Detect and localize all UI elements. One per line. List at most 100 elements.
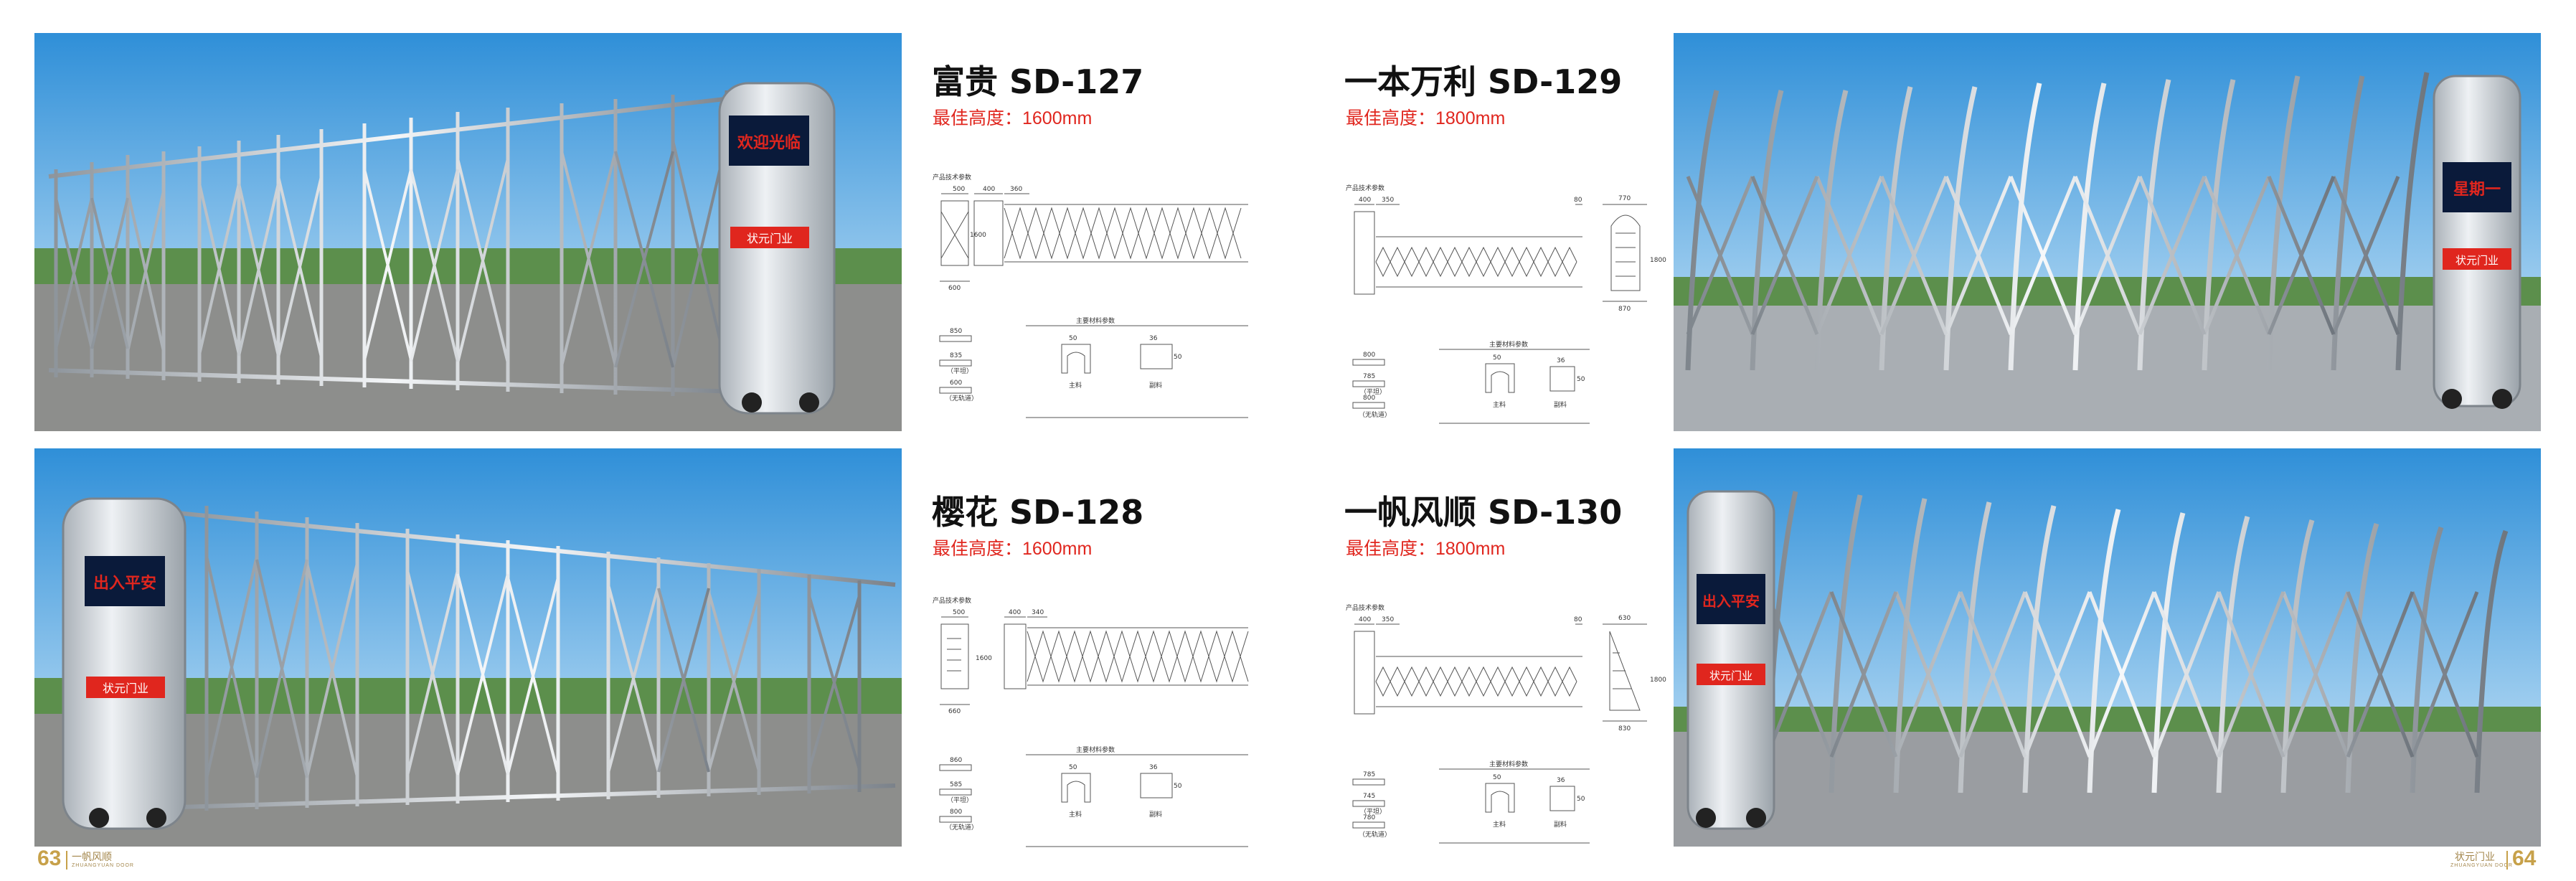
tech-diagram-sd130: 产品技术参数 400 350 80 630 830 1800 主要材料参数 78… (1346, 603, 1666, 854)
spec-value: 860 (950, 757, 962, 764)
dim-label: 400 (1009, 609, 1021, 616)
led-screen-text: 星期一 (2453, 181, 2501, 199)
tech-diagram-sd127: 产品技术参数 500 400 360 1600 600 主要材料参数 850 8… (933, 172, 1248, 430)
spec-value: 800 (1363, 395, 1375, 402)
page-number-left: 63 (37, 847, 62, 870)
footer-divider (66, 851, 67, 870)
product-photo-sd129: 星期一 状元门业 (1674, 33, 2541, 431)
spec-width: 50 (1577, 796, 1585, 803)
dim-label: 1800 (1650, 257, 1666, 264)
spec-value: 850 (950, 328, 962, 335)
best-height: 最佳高度：1800mm (1346, 539, 1506, 559)
spec-value: 780 (1363, 814, 1375, 821)
spec-value: 585 (950, 781, 962, 788)
spec-value: 800 (1363, 352, 1375, 359)
spec-value: 600 (950, 380, 962, 387)
spec-width: 50 (1174, 354, 1182, 361)
diagram-title: 产品技术参数 (1346, 603, 1384, 612)
footer-brand-left: 一帆风顺 (72, 852, 112, 863)
material-title: 主要材料参数 (1489, 340, 1528, 349)
material-title: 主要材料参数 (1076, 316, 1115, 325)
product-photo-sd127: 欢迎光临 状元门业 (34, 33, 902, 431)
page-number-right: 64 (2512, 847, 2537, 870)
spec-value: 800 (950, 809, 962, 816)
product-photo-sd130: 出入平安 状元门业 (1674, 448, 2541, 847)
led-screen-text: 欢迎光临 (737, 133, 801, 152)
spec-width: 50 (1174, 783, 1182, 790)
footer-divider (2506, 851, 2508, 870)
spec-note: （平坦） (1360, 388, 1386, 396)
brand-plate-text: 状元门业 (1709, 669, 1752, 682)
led-screen-text: 出入平安 (93, 574, 156, 593)
spec-value: 835 (950, 352, 962, 359)
footer-brand-sub: ZHUANGYUAN DOOR (72, 863, 134, 868)
dim-label: 1800 (1650, 677, 1666, 684)
dim-label: 350 (1382, 197, 1394, 204)
product-title: 一本万利 SD-129 (1344, 62, 1623, 101)
spec-note: （无轨道） (1359, 410, 1391, 419)
spec-width: 50 (1069, 335, 1077, 342)
spec-note: （平坦） (1360, 808, 1386, 816)
footer-brand-right: 状元门业 (2455, 852, 2495, 863)
spec-width: 36 (1557, 357, 1565, 364)
spec-note: （平坦） (947, 367, 973, 375)
dim-label: 400 (983, 186, 995, 193)
brand-plate-text: 状元门业 (2455, 254, 2499, 267)
led-screen-text: 出入平安 (1702, 593, 1760, 610)
sub-material: 副料 (1554, 820, 1567, 829)
product-title: 樱花 SD-128 (932, 493, 1144, 532)
main-material: 主料 (1493, 400, 1506, 409)
dim-label: 770 (1618, 195, 1631, 202)
brand-plate-text: 状元门业 (747, 232, 793, 245)
best-height: 最佳高度：1600mm (933, 539, 1093, 559)
diagram-title: 产品技术参数 (1346, 184, 1384, 192)
sub-material: 副料 (1149, 381, 1162, 390)
material-title: 主要材料参数 (1076, 745, 1115, 754)
spec-note: （无轨道） (945, 394, 978, 402)
product-title: 富贵 SD-127 (932, 62, 1144, 101)
dim-label: 80 (1574, 197, 1582, 204)
spec-width: 36 (1149, 335, 1158, 342)
product-photo-sd128: 出入平安 状元门业 (34, 448, 902, 847)
spec-note: （平坦） (947, 796, 973, 804)
footer-brand-sub: ZHUANGYUAN DOOR (2450, 863, 2513, 868)
dim-label: 340 (1032, 609, 1044, 616)
spec-width: 50 (1493, 354, 1501, 362)
spec-width: 50 (1493, 774, 1501, 781)
dim-label: 80 (1574, 616, 1582, 623)
dim-label: 400 (1359, 616, 1371, 623)
spec-width: 50 (1069, 764, 1077, 771)
main-material: 主料 (1069, 381, 1082, 390)
diagram-title: 产品技术参数 (933, 596, 971, 605)
dim-label: 1600 (976, 655, 992, 662)
material-title: 主要材料参数 (1489, 760, 1528, 768)
main-material: 主料 (1069, 810, 1082, 819)
dim-label: 660 (948, 708, 961, 715)
spec-note: （无轨道） (945, 823, 978, 831)
brand-plate-text: 状元门业 (103, 682, 148, 695)
dim-label: 630 (1618, 615, 1631, 622)
product-title: 一帆风顺 SD-130 (1344, 493, 1623, 532)
dim-label: 870 (1618, 306, 1631, 313)
tech-diagram-sd128: 产品技术参数 500 400 340 1600 660 主要材料参数 860 5… (933, 595, 1249, 854)
sub-material: 副料 (1149, 810, 1162, 819)
sub-material: 副料 (1554, 400, 1567, 409)
spec-value: 745 (1363, 793, 1375, 800)
spec-note: （无轨道） (1359, 830, 1391, 839)
tech-diagram-sd129: 产品技术参数 400 350 80 770 870 1800 主要材料参数 80… (1346, 183, 1666, 434)
main-material: 主料 (1493, 820, 1506, 829)
spec-width: 36 (1149, 764, 1158, 771)
diagram-title: 产品技术参数 (933, 173, 971, 182)
spec-width: 50 (1577, 376, 1585, 383)
spec-width: 36 (1557, 777, 1565, 784)
dim-label: 830 (1618, 725, 1631, 732)
spec-value: 785 (1363, 771, 1375, 778)
dim-label: 500 (953, 186, 965, 193)
best-height: 最佳高度：1600mm (933, 108, 1093, 128)
spec-value: 785 (1363, 373, 1375, 380)
dim-label: 350 (1382, 616, 1394, 623)
dim-label: 600 (948, 285, 961, 292)
dim-label: 500 (953, 609, 965, 616)
best-height: 最佳高度：1800mm (1346, 108, 1506, 128)
dim-label: 400 (1359, 197, 1371, 204)
